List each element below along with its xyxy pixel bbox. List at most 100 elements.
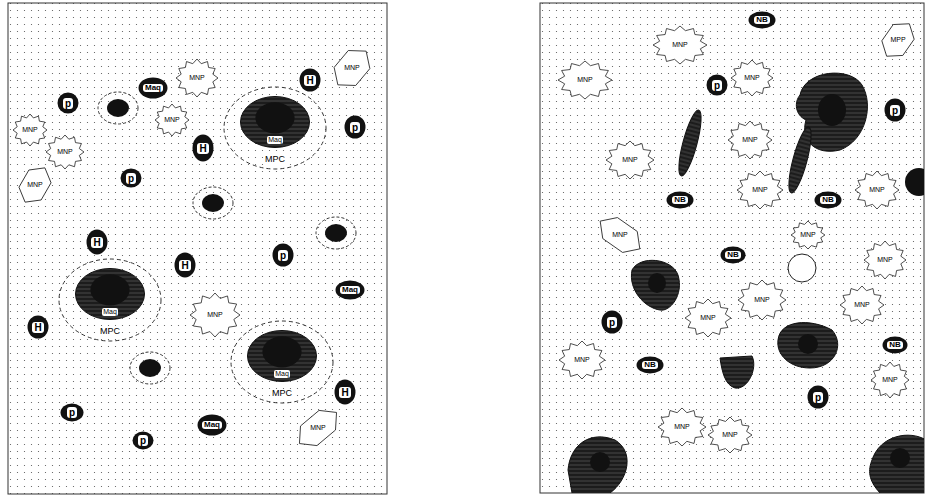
- dark-particle: [107, 99, 129, 117]
- dashed-shell: [59, 259, 161, 341]
- star-outline: [738, 280, 786, 320]
- dark-particle: [336, 281, 365, 300]
- particle-name: MNP: [57, 148, 73, 156]
- star-outline: [176, 59, 218, 97]
- dark-particle: [139, 359, 161, 377]
- dashed-shell: [98, 92, 138, 124]
- dark-particle: [707, 75, 728, 96]
- star-outline: [606, 141, 654, 179]
- hexagon-particle: MPP: [880, 20, 916, 60]
- dark-particle: [28, 316, 49, 339]
- star-outline: [731, 60, 773, 96]
- star-outline: [46, 135, 84, 169]
- dark-particle: [193, 135, 214, 162]
- hatched-core: [248, 331, 317, 382]
- particle-name: H: [304, 75, 315, 86]
- particle-name: p: [138, 435, 148, 446]
- star-particle: MNP: [790, 220, 826, 250]
- particle-name: MNP: [877, 256, 893, 264]
- star-outline: [791, 221, 825, 249]
- particle-name: NB: [672, 196, 688, 205]
- dark-particle: [300, 69, 321, 92]
- particle-name: H: [197, 143, 208, 154]
- particle-label: H: [174, 252, 196, 278]
- particle-label: p: [132, 431, 154, 450]
- maq-core: Maq: [75, 268, 145, 320]
- star-particle: MNP: [839, 285, 885, 325]
- cluster-label: MPC: [271, 389, 293, 399]
- particle-name: MPP: [890, 36, 905, 44]
- dashed-shell: [130, 352, 170, 384]
- aggregate-blob: [870, 435, 924, 493]
- particle-name: p: [607, 317, 617, 328]
- cluster-label: MPC: [99, 327, 121, 337]
- particle-label: H: [27, 315, 49, 339]
- particle-label: p: [57, 92, 79, 114]
- star-particle: MNP: [557, 60, 613, 100]
- dark-particle: [58, 93, 79, 114]
- star-outline: [864, 241, 906, 279]
- cluster-label: MPC: [264, 155, 286, 165]
- dark-particle: [721, 247, 746, 264]
- dark-core: [262, 336, 301, 367]
- hexagon-outline: [14, 161, 56, 208]
- star-particle: MNP: [736, 170, 784, 210]
- dark-particle: [121, 169, 142, 188]
- dark-particle: [175, 253, 196, 278]
- dark-particle: [815, 192, 842, 209]
- dark-particle: [202, 194, 224, 212]
- star-outline: [855, 171, 899, 209]
- star-particle: MNP: [870, 361, 910, 399]
- particle-name: MNP: [882, 376, 898, 384]
- dark-particle: [602, 311, 623, 334]
- particle-name: Maq: [143, 84, 163, 93]
- particle-name: H: [32, 322, 43, 333]
- star-particle: MNP: [684, 298, 732, 338]
- star-particle: MNP: [737, 279, 787, 321]
- particle-name: p: [712, 80, 722, 91]
- particle-name: MNP: [164, 116, 180, 124]
- particle-name: p: [126, 173, 136, 184]
- hexagon-particle: MNP: [332, 46, 372, 90]
- particle-label: p: [120, 168, 142, 188]
- dark-particle: [637, 357, 664, 374]
- particle-label: p: [706, 74, 728, 96]
- mpc-cluster: MaqMPC: [223, 86, 327, 170]
- particle-label: NB: [720, 246, 746, 264]
- particle-name: Maq: [202, 421, 222, 430]
- dark-particle: [273, 244, 294, 267]
- maq-core: Maq: [240, 96, 310, 148]
- particle-label: NB: [636, 356, 664, 374]
- particle-name: MNP: [744, 74, 760, 82]
- mpc-cluster: MaqMPC: [58, 258, 162, 342]
- star-particle: MNP: [605, 140, 655, 180]
- star-outline: [558, 61, 612, 99]
- particle-name: NB: [887, 341, 903, 350]
- particle-label: H: [299, 68, 321, 92]
- particle-name: MNP: [207, 311, 223, 319]
- dark-particle: [61, 403, 84, 421]
- star-particle: MNP: [652, 25, 708, 65]
- star-particle: MNP: [189, 292, 241, 338]
- elongated-blob: [784, 125, 815, 194]
- aggregate-core: [818, 94, 846, 126]
- particle-name: MNP: [754, 296, 770, 304]
- hatched-core: [76, 269, 145, 320]
- maq-core: Maq: [247, 330, 317, 382]
- particle-name: MNP: [742, 136, 758, 144]
- right-panel: [540, 3, 924, 493]
- particle-name: MNP: [27, 181, 43, 189]
- star-outline: [840, 286, 884, 324]
- dark-particle: [808, 386, 829, 409]
- hexagon-outline: [327, 42, 377, 94]
- elongated-blob: [674, 108, 705, 177]
- particle-name: MNP: [612, 231, 628, 239]
- star-outline: [653, 26, 707, 64]
- particle-name: Maq: [267, 136, 283, 144]
- dashed-shell: [316, 217, 356, 249]
- particle-label: p: [884, 98, 906, 122]
- star-particle: MNP: [175, 58, 219, 98]
- particle-name: MNP: [674, 423, 690, 431]
- particle-label: H: [334, 379, 356, 405]
